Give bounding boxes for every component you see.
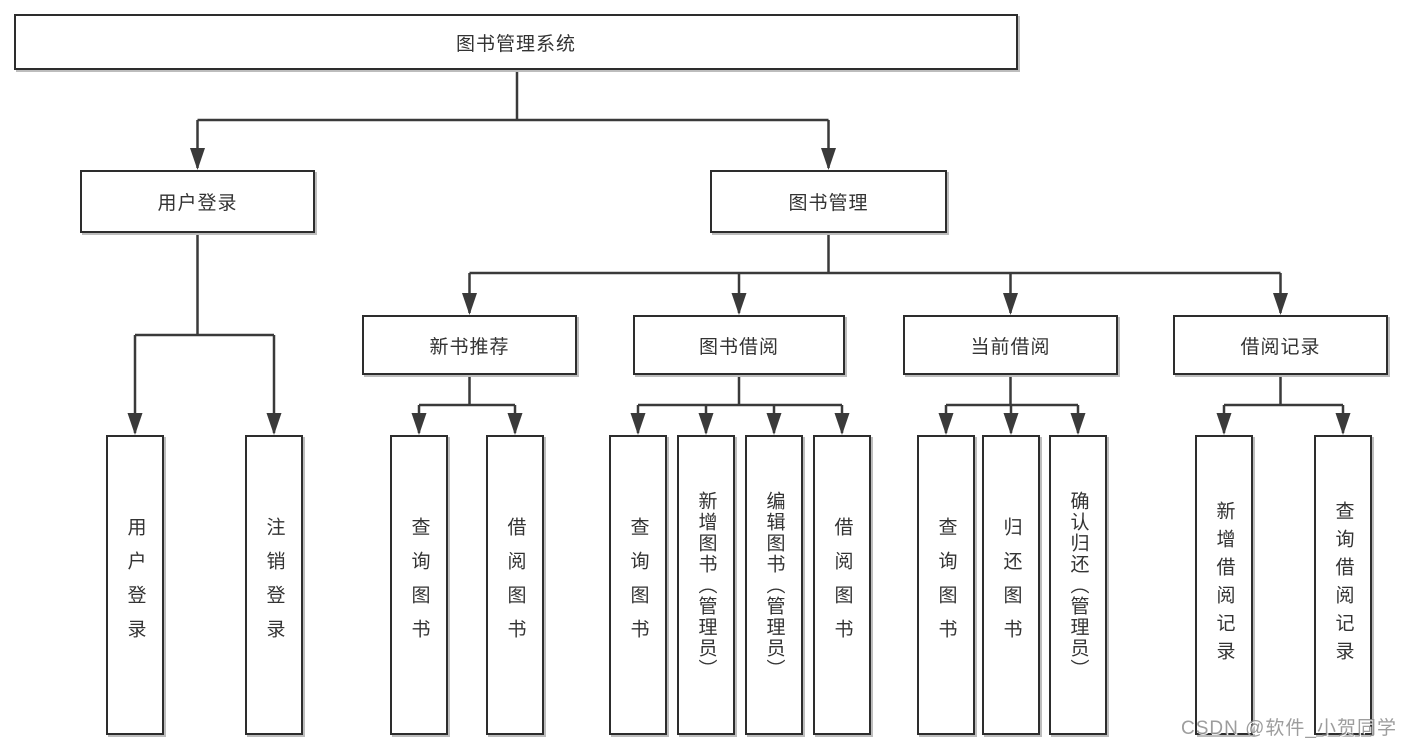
node-current-borrow: 当前借阅 (903, 315, 1118, 375)
node-label: 用户登录 (157, 193, 238, 214)
node-new-book-recommend: 新书推荐 (362, 315, 577, 375)
leaf-add-book-admin: 新增图书（管理员） (677, 435, 735, 735)
leaf-label: 确认归还（管理员） (1067, 490, 1089, 680)
leaf-label: 借阅图书 (504, 517, 526, 653)
csdn-watermark: CSDN @软件_小贺同学 (1181, 718, 1397, 739)
leaf-label: 借阅图书 (831, 517, 853, 653)
leaf-label: 查询图书 (408, 517, 430, 653)
leaf-borrow-book: 借阅图书 (813, 435, 871, 735)
leaf-label: 用户登录 (124, 517, 146, 653)
node-label: 当前借阅 (970, 336, 1051, 358)
leaf-label: 查询图书 (935, 517, 957, 653)
leaf-label: 归还图书 (1000, 517, 1022, 653)
leaf-edit-book-admin: 编辑图书（管理员） (745, 435, 803, 735)
node-label: 图书管理系统 (455, 33, 576, 55)
leaf-query-book-borrow: 查询图书 (609, 435, 667, 735)
node-borrow-record: 借阅记录 (1173, 315, 1388, 375)
node-label: 图书借阅 (698, 336, 779, 358)
leaf-user-login: 用户登录 (106, 435, 164, 735)
leaf-logout: 注销登录 (245, 435, 303, 735)
node-book-borrow: 图书借阅 (633, 315, 845, 375)
node-root-library-system: 图书管理系统 (14, 14, 1018, 70)
leaf-query-book-recommend: 查询图书 (390, 435, 448, 735)
node-label: 图书管理 (788, 193, 869, 214)
leaf-label: 新增图书（管理员） (695, 490, 717, 680)
leaf-add-borrow-record: 新增借阅记录 (1195, 435, 1253, 735)
leaf-label: 查询图书 (627, 517, 649, 653)
leaf-query-book-current: 查询图书 (917, 435, 975, 735)
leaf-borrow-book-recommend: 借阅图书 (486, 435, 544, 735)
node-label: 借阅记录 (1240, 336, 1321, 358)
leaf-label: 编辑图书（管理员） (763, 490, 785, 680)
leaf-label: 查询借阅记录 (1332, 501, 1354, 669)
leaf-label: 新增借阅记录 (1213, 501, 1235, 669)
leaf-query-borrow-record: 查询借阅记录 (1314, 435, 1372, 735)
leaf-return-book: 归还图书 (982, 435, 1040, 735)
leaf-confirm-return-admin: 确认归还（管理员） (1049, 435, 1107, 735)
node-label: 新书推荐 (429, 336, 510, 358)
leaf-label: 注销登录 (263, 517, 285, 653)
node-user-login: 用户登录 (80, 170, 315, 233)
node-book-management: 图书管理 (710, 170, 947, 233)
